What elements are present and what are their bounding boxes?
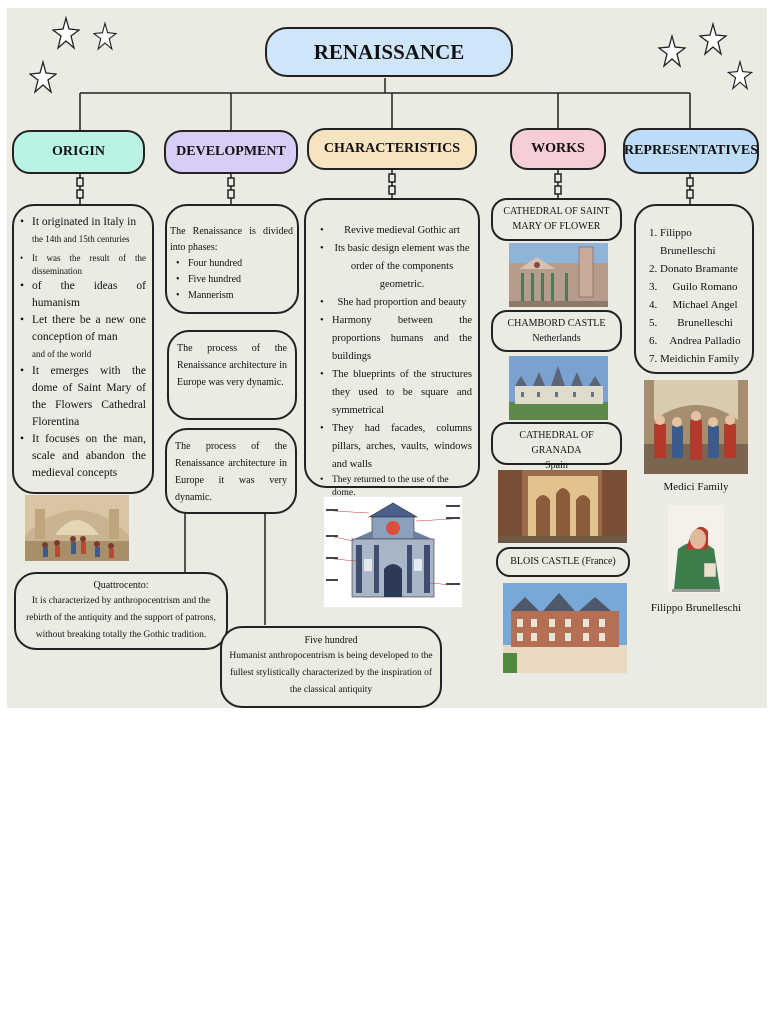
chambord-castle-image xyxy=(509,356,608,420)
heading-works: WORKS xyxy=(510,128,606,170)
medici-family-image xyxy=(644,380,748,474)
list-item: Five hundred xyxy=(176,272,293,288)
list-item: Filippo Brunelleschi xyxy=(660,224,750,260)
list-item: Meidichin Family xyxy=(660,350,750,368)
list-item: It focuses on the man, scale and abandon… xyxy=(20,431,146,482)
list-item: Harmony between the proportions humans a… xyxy=(320,312,472,366)
star-icon xyxy=(657,34,687,70)
school-of-athens-image xyxy=(25,495,129,561)
list-item: Michael Angel xyxy=(660,296,750,314)
process-text: The process of the Renaissance architect… xyxy=(175,438,287,506)
characteristics-list: Revive medieval Gothic art Its basic des… xyxy=(320,222,472,500)
development-process-box-2: The process of the Renaissance architect… xyxy=(165,428,297,514)
heading-representatives: REPRESENTATIVES xyxy=(623,128,759,174)
quattrocento-title: Quattrocento: xyxy=(20,579,222,593)
work-item-cathedral-saint-mary: CATHEDRAL OF SAINT MARY OF FLOWER xyxy=(491,198,622,241)
list-item: Revive medieval Gothic art xyxy=(320,222,472,240)
list-item: The blueprints of the structures they us… xyxy=(320,366,472,420)
five-hundred-box: Five hundred Humanist anthropocentrism i… xyxy=(220,626,442,708)
list-item: Four hundred xyxy=(176,256,293,272)
cathedral-granada-image xyxy=(498,470,627,543)
brunelleschi-portrait-image xyxy=(668,505,724,593)
facade-diagram-image xyxy=(324,497,462,607)
quattrocento-box: Quattrocento: It is characterized by ant… xyxy=(14,572,228,650)
representatives-list: Filippo Brunelleschi Donato Bramante Gui… xyxy=(646,224,750,368)
five-hundred-text: Humanist anthropocentrism is being devel… xyxy=(226,648,436,699)
development-phases-box: The Renaissance is divided into phases: … xyxy=(165,204,299,314)
star-icon xyxy=(29,60,57,96)
quattrocento-text: It is characterized by anthropocentrism … xyxy=(20,593,222,644)
heading-origin: ORIGIN xyxy=(12,130,145,174)
list-item: Let there be a new one conception of man… xyxy=(20,312,146,363)
work-item-chambord-castle: CHAMBORD CASTLE Netherlands xyxy=(491,310,622,352)
page-title: RENAISSANCE xyxy=(314,40,465,65)
five-hundred-title: Five hundred xyxy=(226,634,436,648)
cathedral-florence-image xyxy=(509,243,608,307)
work-item-cathedral-granada: CATHEDRAL OF GRANADA Spain xyxy=(491,422,622,465)
star-icon xyxy=(698,22,728,58)
heading-characteristics: CHARACTERISTICS xyxy=(307,128,477,170)
star-icon xyxy=(52,16,80,52)
list-item: Brunelleschi xyxy=(660,314,750,332)
process-text: The process of the Renaissance architect… xyxy=(177,340,287,391)
list-item: Mannerism xyxy=(176,288,293,304)
list-item: Guilo Romano xyxy=(660,278,750,296)
characteristics-box: Revive medieval Gothic art Its basic des… xyxy=(304,198,480,488)
star-icon xyxy=(727,60,753,92)
phases-list: Four hundred Five hundred Mannerism xyxy=(170,256,293,304)
list-item: Its basic design element was the order o… xyxy=(320,240,472,294)
list-item: It was the result of the dissemination xyxy=(20,252,146,278)
list-item: Donato Bramante xyxy=(660,260,750,278)
list-item: She had proportion and beauty xyxy=(320,294,472,312)
list-item: They had facades, columns pillars, arche… xyxy=(320,420,472,474)
representatives-box: Filippo Brunelleschi Donato Bramante Gui… xyxy=(634,204,754,374)
phases-intro: The Renaissance is divided into phases: xyxy=(170,224,293,256)
list-item: of the ideas of humanism xyxy=(20,278,146,312)
brunelleschi-caption: Filippo Brunelleschi xyxy=(640,602,752,614)
list-item: Andrea Palladio xyxy=(660,332,750,350)
work-item-blois-castle: BLOIS CASTLE (France) xyxy=(496,547,630,577)
development-process-box: The process of the Renaissance architect… xyxy=(167,330,297,420)
medici-family-caption: Medici Family xyxy=(644,481,748,493)
star-icon xyxy=(93,21,117,53)
blois-castle-image xyxy=(503,583,627,673)
list-item: It emerges with the dome of Saint Mary o… xyxy=(20,363,146,431)
heading-development: DEVELOPMENT xyxy=(164,130,298,174)
title-node: RENAISSANCE xyxy=(265,27,513,77)
